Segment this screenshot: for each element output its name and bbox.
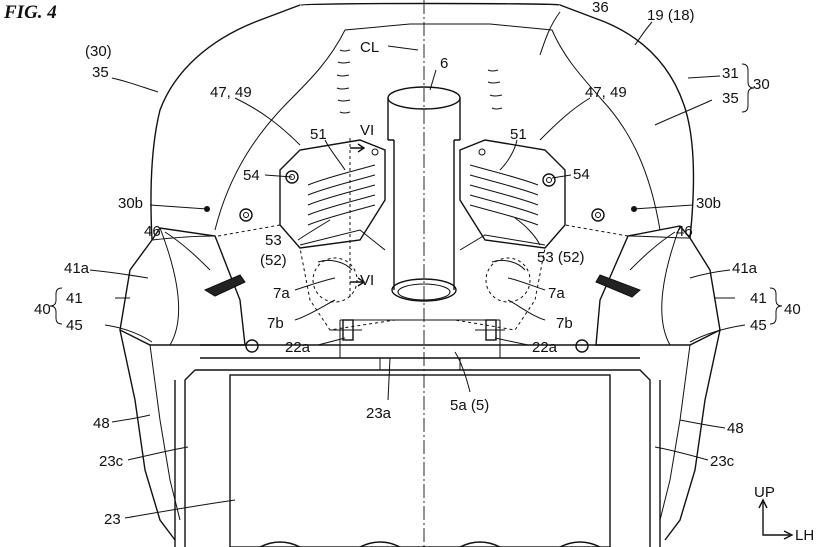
label-5a-5: 5a (5): [450, 397, 489, 414]
label-7b-left: 7b: [267, 315, 284, 332]
section-line-vi: [349, 138, 366, 300]
surface-hatching-left: [336, 49, 351, 114]
label-47-49-right: 47, 49: [585, 84, 627, 101]
label-30-right: 30: [753, 76, 770, 93]
label-45-left: 45: [66, 317, 83, 334]
label-6: 6: [440, 55, 448, 72]
display-unit: [174, 358, 661, 547]
label-41-right: 41: [750, 290, 767, 307]
label-41a-left: 41a: [64, 260, 90, 277]
label-51-left: 51: [310, 126, 327, 143]
leader-lines: [89, 11, 746, 519]
label-53-left: 53: [265, 232, 282, 249]
label-48-right: 48: [727, 420, 744, 437]
label-36: 36: [592, 0, 609, 16]
label-31: 31: [722, 65, 739, 82]
right-air-intake: [485, 257, 531, 303]
right-duct-assembly: [459, 139, 605, 251]
label-22a-left: 22a: [285, 339, 311, 356]
left-duct-assembly: [239, 139, 386, 251]
label-41-left: 41: [66, 290, 83, 307]
left-side-cover: [119, 227, 246, 541]
figure-title: FIG. 4: [3, 2, 57, 23]
brace-40-left: [49, 287, 63, 325]
cover-edge-left: [151, 235, 216, 241]
label-30-paren: (30): [85, 43, 112, 60]
direction-indicator: [758, 498, 794, 540]
label-19-18: 19 (18): [647, 7, 695, 24]
cover-edge-right: [627, 235, 691, 239]
cover-inner-line: [214, 23, 661, 231]
label-vi-top: VI: [360, 122, 374, 139]
label-47-49-left: 47, 49: [210, 84, 252, 101]
label-23: 23: [104, 511, 121, 528]
label-30b-right: 30b: [696, 195, 721, 212]
label-48-left: 48: [93, 415, 110, 432]
label-54-right: 54: [573, 166, 590, 183]
label-46-right: 46: [676, 223, 693, 240]
label-7a-left: 7a: [273, 285, 290, 302]
surface-hatching-right: [487, 69, 503, 110]
left-duct-hidden-line: [217, 224, 396, 331]
label-41a-right: 41a: [732, 260, 758, 277]
label-vi-bottom: VI: [360, 272, 374, 289]
label-23c-left: 23c: [99, 453, 124, 470]
left-air-intake: [312, 257, 358, 303]
front-cover-top: [299, 2, 561, 6]
label-51-right: 51: [510, 126, 527, 143]
label-54-left: 54: [243, 167, 260, 184]
label-22a-right: 22a: [532, 339, 558, 356]
label-23c-right: 23c: [710, 453, 735, 470]
label-40-right: 40: [784, 301, 801, 318]
label-23a: 23a: [366, 405, 392, 422]
brace-40-right: [769, 287, 783, 325]
label-cl: CL: [360, 39, 379, 56]
label-7a-right: 7a: [548, 285, 565, 302]
label-46-left: 46: [144, 223, 161, 240]
label-7b-right: 7b: [556, 315, 573, 332]
cross-member: [200, 319, 640, 359]
steering-shaft: [387, 86, 461, 302]
label-52-left: (52): [260, 252, 287, 269]
label-45-right: 45: [750, 317, 767, 334]
label-35-right: 35: [722, 90, 739, 107]
right-duct-hidden-line: [454, 224, 629, 331]
label-40-left: 40: [34, 301, 51, 318]
label-53-52-right: 53 (52): [537, 249, 585, 266]
label-up: UP: [754, 484, 775, 501]
label-lh: LH: [795, 527, 814, 544]
brace-30-right: [741, 63, 755, 113]
label-35-left: 35: [92, 64, 109, 81]
right-side-cover: [595, 225, 721, 541]
label-30b-left: 30b: [118, 195, 143, 212]
front-cover-outline: [150, 4, 695, 241]
